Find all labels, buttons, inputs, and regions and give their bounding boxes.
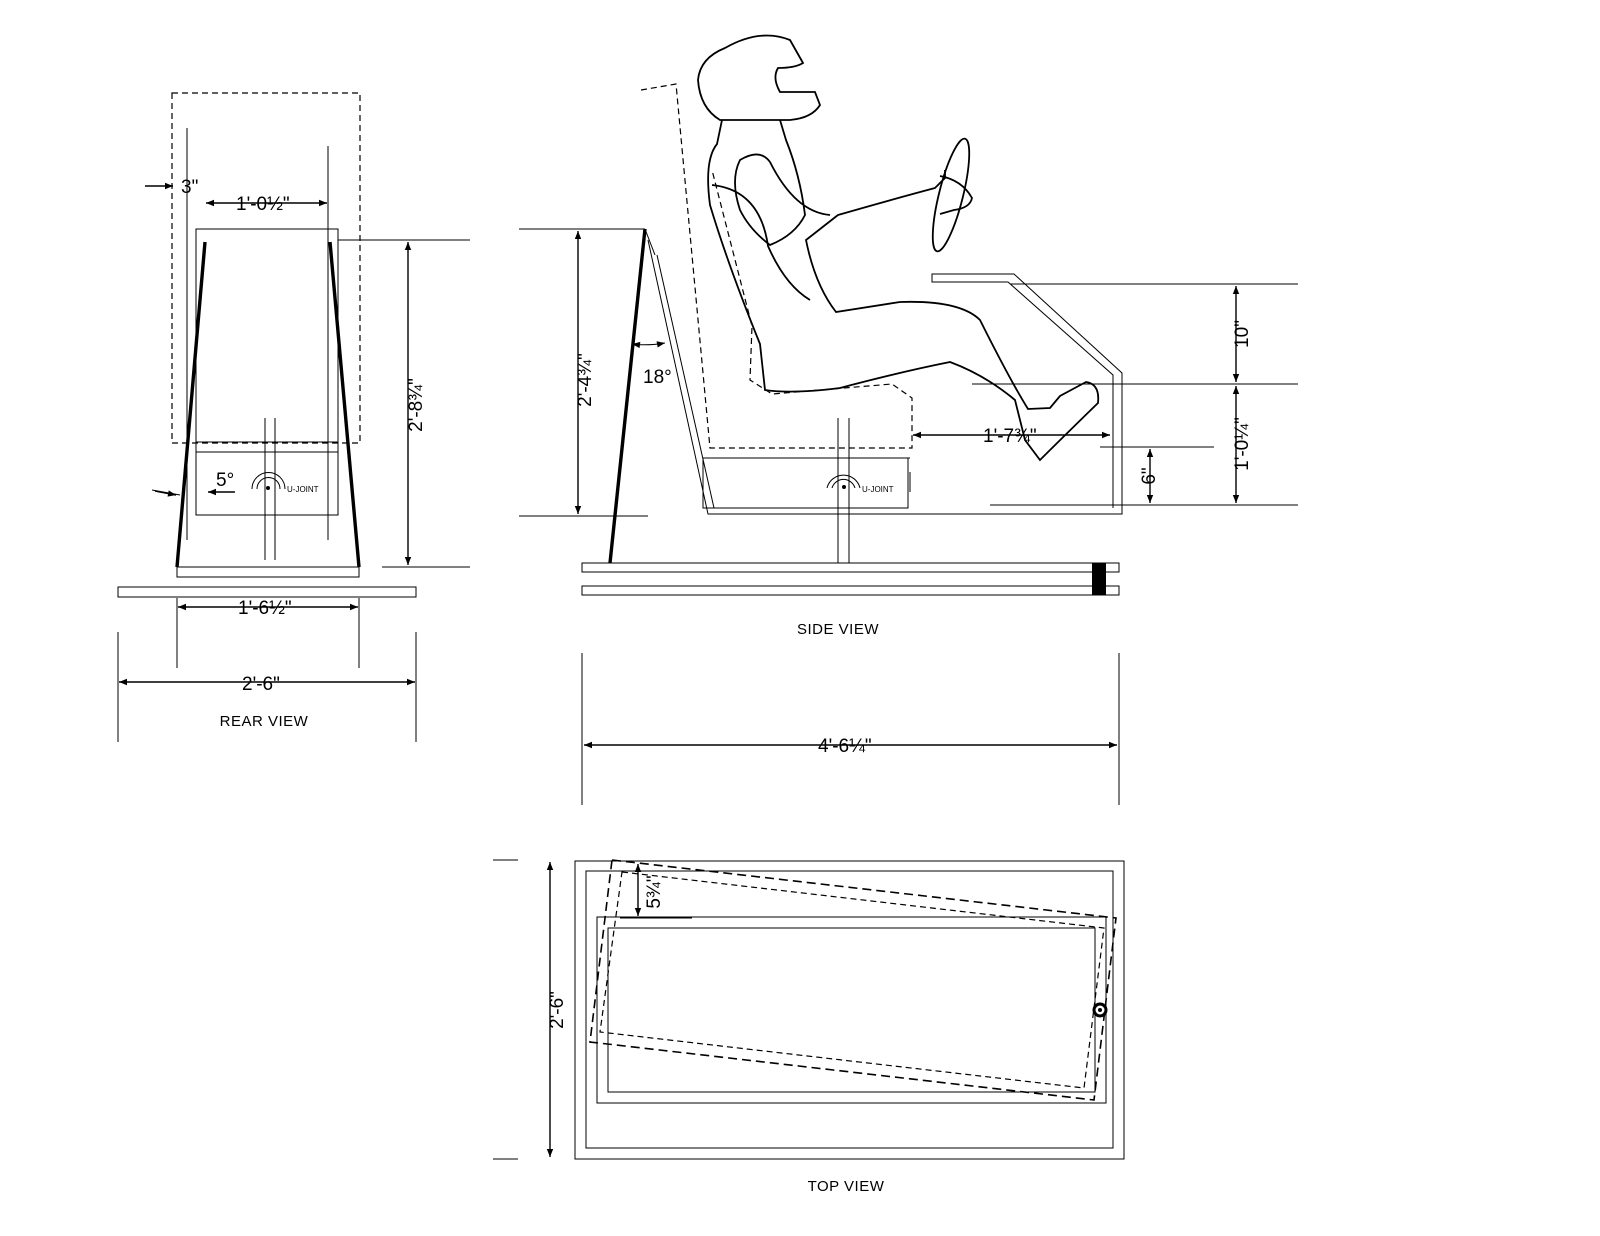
side-rail-stop: [1092, 563, 1106, 595]
side-ujoint-label: U-JOINT: [862, 485, 894, 494]
top-rotated-dashed-outline: [589, 859, 1117, 1101]
rear-seatback-dashed-outline: [171, 92, 361, 444]
rear-right-leg: [328, 241, 361, 568]
top-offset-dimension: 5¾": [644, 875, 665, 908]
rear-angle-dimension: 5°: [216, 470, 234, 491]
side-overall-length-dimension: 4'-6¼": [818, 736, 872, 757]
top-seat-box: [607, 927, 1096, 1093]
rear-ujoint-pivot: [266, 486, 270, 490]
side-angle-dimension: 18°: [643, 367, 672, 388]
rear-frame-box: [195, 228, 339, 516]
top-view-title: TOP VIEW: [808, 1178, 885, 1195]
helmet-icon: [697, 34, 821, 121]
side-front-brace: [608, 228, 647, 564]
side-height-dimension: 2'-4¾": [575, 353, 596, 407]
driver-figure: [697, 34, 1100, 462]
steering-wheel-icon: [931, 137, 971, 253]
top-outer-frame: [574, 860, 1125, 1160]
side-ujoint-pivot: [842, 485, 846, 489]
top-view: 2'-6" 5¾" TOP VIEW: [493, 859, 1125, 1195]
top-pivot-marker: [1092, 1002, 1108, 1018]
rear-view: 3" 1'-0½" 2'-8¾" 5° U-JOINT 1'-6½" 2'-6"…: [117, 92, 470, 742]
rear-base-plate: [117, 586, 417, 598]
side-seat-dashed-outline: [640, 83, 913, 449]
rear-overall-width-dimension: 2'-6": [242, 674, 280, 695]
rear-height-dimension: 2'-8¾": [406, 378, 427, 432]
side-view-title: SIDE VIEW: [797, 621, 879, 638]
rear-top-width-dimension: 1'-0½": [236, 194, 290, 215]
rear-ujoint-label: U-JOINT: [287, 485, 319, 494]
rear-view-title: REAR VIEW: [220, 713, 309, 730]
rear-left-leg: [175, 241, 207, 568]
side-pedal-height-dimension: 10": [1232, 320, 1253, 348]
top-width-dimension: 2'-6": [547, 991, 568, 1029]
side-pedal-base-dimension: 1'-0¼": [1232, 417, 1253, 471]
side-view: 2'-4¾" 18° 1'-7¾" 10" 1'-0¼" 6" U-JOINT …: [519, 34, 1298, 805]
rear-offset-dimension: 3": [181, 177, 198, 198]
rear-base-width-dimension: 1'-6½": [238, 598, 292, 619]
side-seat-base-dimension: 6": [1139, 467, 1160, 484]
